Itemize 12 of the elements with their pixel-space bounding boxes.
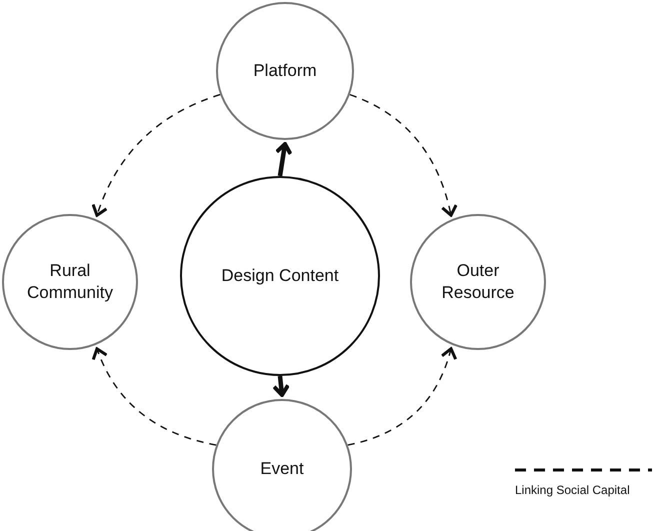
arrow: [274, 142, 293, 176]
node-label: Design Content: [221, 264, 339, 287]
node-label: Outer Resource: [440, 260, 516, 304]
arrow: [350, 94, 458, 217]
arrow: [272, 376, 290, 397]
node-label: Platform: [253, 60, 317, 82]
legend-label: Linking Social Capital: [515, 483, 630, 497]
node-label: Rural Community: [26, 260, 114, 304]
arrow: [92, 347, 216, 446]
arrow: [92, 94, 220, 217]
arrow: [348, 347, 457, 446]
node-label: Event: [260, 458, 304, 480]
